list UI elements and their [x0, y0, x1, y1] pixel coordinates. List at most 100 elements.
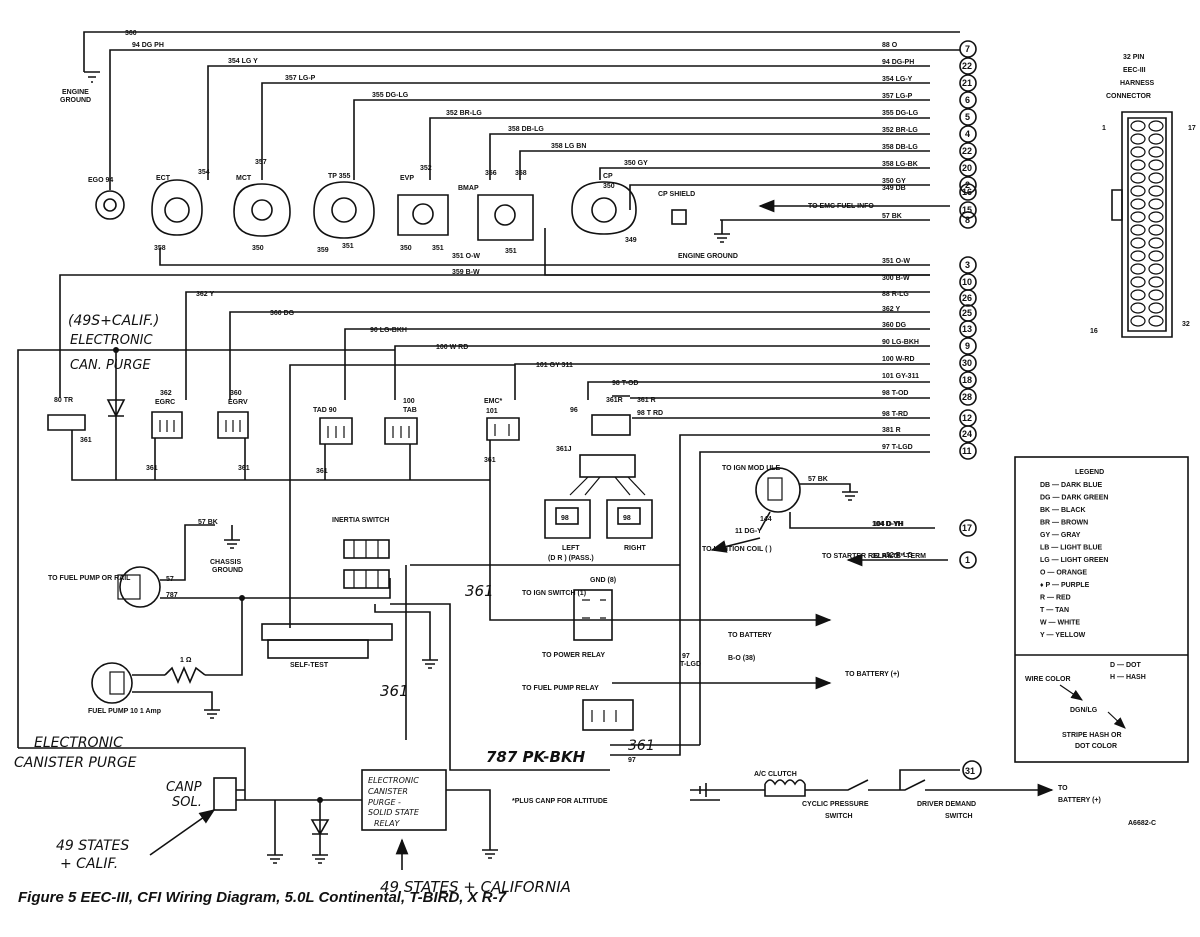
canister-purge-group: ELECTRONIC CANISTER PURGE CANP SOL. 49 S… — [14, 735, 608, 896]
canp-solenoid-icon — [213, 777, 237, 811]
relay-label-4: SOLID STATE — [368, 808, 420, 817]
chassis-ground-label-2: GROUND — [212, 567, 243, 574]
harness-pin-socket — [1130, 276, 1146, 288]
to-power-relay: TO POWER RELAY — [542, 652, 605, 659]
harness-pin-socket — [1148, 237, 1164, 249]
inertia-switch-label: INERTIA SWITCH — [332, 517, 389, 524]
fuel-pump-connector-icon — [119, 566, 161, 608]
pin-circle — [959, 183, 977, 201]
b-o-label: B-O (38) — [728, 655, 755, 662]
pin-circle — [959, 40, 977, 58]
engine-ground-right: ENGINE GROUND — [678, 253, 738, 260]
harness-pin-socket — [1148, 198, 1164, 210]
bmap-wire-356: 356 — [485, 170, 497, 177]
pin-wire-label: 349 DB — [882, 185, 906, 192]
wire-787: 787 — [166, 592, 178, 599]
relay-label-3: PURGE - — [368, 798, 401, 807]
wire-label-354: 354 LG Y — [228, 58, 258, 65]
tp-wire-359: 359 — [317, 247, 329, 254]
harness-pin-socket — [1130, 146, 1146, 158]
wire-label-360: 360 — [125, 30, 137, 37]
top-wire-bus: 360 ENGINE GROUND 94 DG PH 354 LG Y 357 … — [60, 30, 960, 276]
pin-circle — [959, 201, 977, 219]
pin-number: 5 — [965, 112, 970, 122]
engine-ground-label: ENGINE — [62, 89, 89, 96]
evp-wire-351: 351 — [432, 245, 444, 252]
pin-number: 21 — [962, 78, 972, 88]
wire-label-360dg: 360 DG — [270, 310, 295, 317]
harness-pin-socket — [1130, 315, 1146, 327]
ac-pin-31: 31 — [965, 766, 975, 776]
engine-ground-label-2: GROUND — [60, 97, 91, 104]
to-battery-label: TO BATTERY — [728, 632, 772, 639]
pin-wire-label: 98 T-OD — [882, 390, 908, 397]
wire-label-352: 352 BR-LG — [446, 110, 482, 117]
tab-num: 100 — [403, 398, 415, 405]
gnd-8-label: GND (8) — [590, 577, 616, 584]
harness-pin-socket — [1130, 302, 1146, 314]
cyclic-switch-label-2: SWITCH — [825, 813, 853, 820]
ego-label: EGO 94 — [88, 177, 113, 184]
bmap-wire-351: 351 — [505, 248, 517, 255]
hw-361-c: 361 — [628, 738, 655, 754]
legend-item: BR — BROWN — [1040, 520, 1088, 527]
ac-clutch-label: A/C CLUTCH — [754, 771, 797, 778]
ac-to-battery-2: BATTERY (+) — [1058, 797, 1101, 804]
self-test-label: SELF-TEST — [290, 662, 329, 669]
pin-wire-label: 94 DG-PH — [882, 59, 914, 66]
wire-11-dgy: 11 DG-Y — [735, 528, 762, 535]
pin-number: 25 — [962, 308, 972, 318]
pin-number: 20 — [962, 163, 972, 173]
harness-connector: 32 PIN EEC-III HARNESS CONNECTOR 1 17 16… — [1090, 54, 1196, 338]
fuel-pump-relay-label: TO FUEL PUMP RELAY — [522, 685, 599, 692]
legend-item: GY — GRAY — [1040, 532, 1081, 539]
pin-wire-label: 360 DG — [882, 322, 907, 329]
wire-97-tlgd: T-LGD — [680, 661, 701, 668]
self-test-connector — [261, 623, 393, 641]
to-ign-switch: TO IGN SWITCH (1) — [522, 590, 586, 597]
pin-circle — [959, 142, 977, 160]
pin-circle — [959, 159, 977, 177]
legend-item: LB — LIGHT BLUE — [1040, 545, 1103, 552]
ac-clutch-group: A/C CLUTCH CYCLIC PRESSURE SWITCH DRIVER… — [690, 760, 1156, 827]
harness-pin-socket — [1130, 237, 1146, 249]
legend-item: Y — YELLOW — [1040, 632, 1086, 639]
wire-label-359: 359 B-W — [452, 269, 480, 276]
legend-example: DGN/LG — [1070, 707, 1098, 714]
harness-pin-socket — [1130, 133, 1146, 145]
pin-number: 15 — [962, 205, 972, 215]
cp-sensor-icon — [571, 181, 637, 235]
harness-pin-socket — [1130, 159, 1146, 171]
wire-label-98r: 98 T RD — [637, 410, 663, 417]
chassis-ground-label: CHASSIS — [210, 559, 241, 566]
legend-item: DB — DARK BLUE — [1040, 482, 1103, 489]
cp-wire-350: 350 — [603, 183, 615, 190]
emc-solenoid-icon — [486, 417, 520, 441]
pin-number: 22 — [962, 146, 972, 156]
legend-hash: H — HASH — [1110, 674, 1146, 681]
wire-label-94: 94 DG PH — [132, 42, 164, 49]
harness-pin-1: 1 — [1102, 125, 1106, 132]
tad-label: TAD 90 — [313, 407, 337, 414]
bmap-sensor-icon — [477, 194, 534, 241]
harness-pin-socket — [1148, 263, 1164, 275]
harness-pin-16: 16 — [1090, 328, 1098, 335]
pin-circle — [959, 74, 977, 92]
legend-item: R — RED — [1040, 595, 1071, 602]
pin-number: 17 — [962, 523, 972, 533]
hw-49-states: 49 STATES — [56, 838, 129, 854]
hw-361-b: 361 — [380, 682, 409, 700]
wire-label-350: 350 GY — [624, 160, 648, 167]
cp-shield-label: CP SHIELD — [658, 191, 695, 198]
pin-wire-label: 97 T-LGD — [882, 444, 913, 451]
tp-label: TP 355 — [328, 173, 351, 180]
pin-wire-label: 32 R-LG — [872, 553, 899, 560]
harness-pin-socket — [1130, 172, 1146, 184]
wire-label-355: 355 DG-LG — [372, 92, 409, 99]
harness-pin-17: 17 — [1188, 125, 1196, 132]
tad-solenoid-icon — [319, 417, 353, 445]
pin-wire-label: 88 O — [882, 42, 898, 49]
pin-wire-label: 358 DB-LG — [882, 144, 918, 151]
pin-number: 18 — [962, 375, 972, 385]
harness-pin-socket — [1148, 224, 1164, 236]
